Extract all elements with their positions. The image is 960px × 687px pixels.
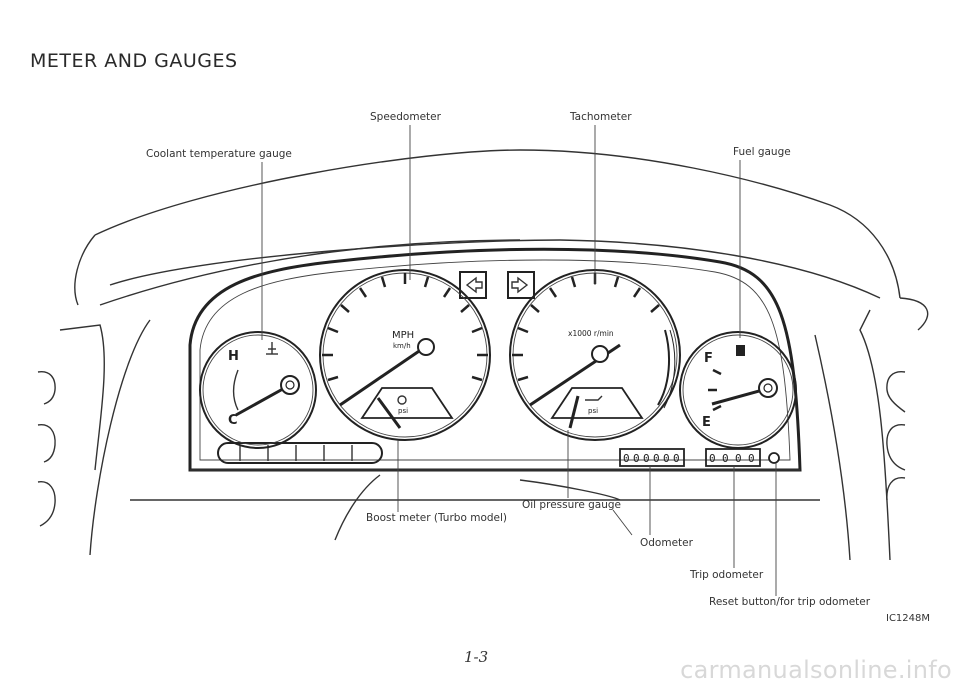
- odometer-display: 0 0 0 0 0 0: [619, 448, 685, 467]
- svg-text:C: C: [228, 413, 238, 428]
- fuel-gauge: F E: [679, 331, 797, 449]
- tachometer-gauge: x1000 r/min psi: [509, 269, 681, 441]
- watermark: carmanualsonline.info: [680, 656, 952, 684]
- right-turn-signal-icon: [507, 271, 535, 299]
- label-oil-pressure-gauge: Oil pressure gauge: [522, 499, 621, 511]
- svg-text:0: 0: [653, 452, 660, 465]
- coolant-temperature-icon: [266, 342, 278, 355]
- left-turn-signal-icon: [459, 271, 487, 299]
- label-boost-meter: Boost meter (Turbo model): [366, 512, 507, 524]
- svg-text:km/h: km/h: [393, 342, 411, 350]
- svg-text:0: 0: [722, 452, 729, 465]
- label-tachometer: Tachometer: [569, 111, 632, 123]
- svg-text:F: F: [704, 351, 713, 366]
- svg-text:0: 0: [643, 452, 650, 465]
- leader-lines: [261, 125, 777, 596]
- svg-text:E: E: [702, 415, 711, 430]
- label-odometer: Odometer: [640, 537, 694, 549]
- coolant-temperature-gauge: H C: [199, 331, 317, 449]
- trip-odometer-display: 0 0 0 0: [705, 448, 761, 467]
- svg-text:psi: psi: [588, 407, 598, 415]
- label-trip-odometer: Trip odometer: [689, 569, 764, 581]
- cluster-bezel: [188, 247, 802, 472]
- svg-text:0: 0: [663, 452, 670, 465]
- label-speedometer: Speedometer: [370, 111, 442, 123]
- page-title: METER AND GAUGES: [30, 50, 238, 72]
- oil-can-icon: [585, 395, 603, 401]
- svg-text:0: 0: [735, 452, 742, 465]
- svg-text:MPH: MPH: [392, 330, 414, 341]
- svg-text:0: 0: [709, 452, 716, 465]
- svg-text:x1000 r/min: x1000 r/min: [568, 329, 614, 338]
- trip-reset-button: [768, 452, 780, 464]
- label-reset-button: Reset button/for trip odometer: [709, 596, 871, 608]
- label-fuel-gauge: Fuel gauge: [733, 146, 791, 158]
- fuel-pump-icon: [736, 345, 745, 356]
- boost-meter: psi: [360, 387, 454, 429]
- figure-id: IC1248M: [886, 613, 930, 624]
- svg-text:0: 0: [748, 452, 755, 465]
- svg-text:0: 0: [623, 452, 630, 465]
- svg-text:0: 0: [673, 452, 680, 465]
- svg-text:0: 0: [633, 452, 640, 465]
- page-number: 1-3: [464, 648, 489, 666]
- boost-icon: [397, 395, 407, 405]
- oil-pressure-gauge: psi: [550, 387, 644, 429]
- warning-light-strip: [217, 442, 383, 464]
- svg-text:H: H: [228, 349, 239, 364]
- svg-text:psi: psi: [398, 407, 408, 415]
- speedometer-gauge: MPH km/h psi: [319, 269, 491, 441]
- label-coolant-temperature-gauge: Coolant temperature gauge: [146, 148, 292, 160]
- dashboard-outline: [37, 149, 929, 561]
